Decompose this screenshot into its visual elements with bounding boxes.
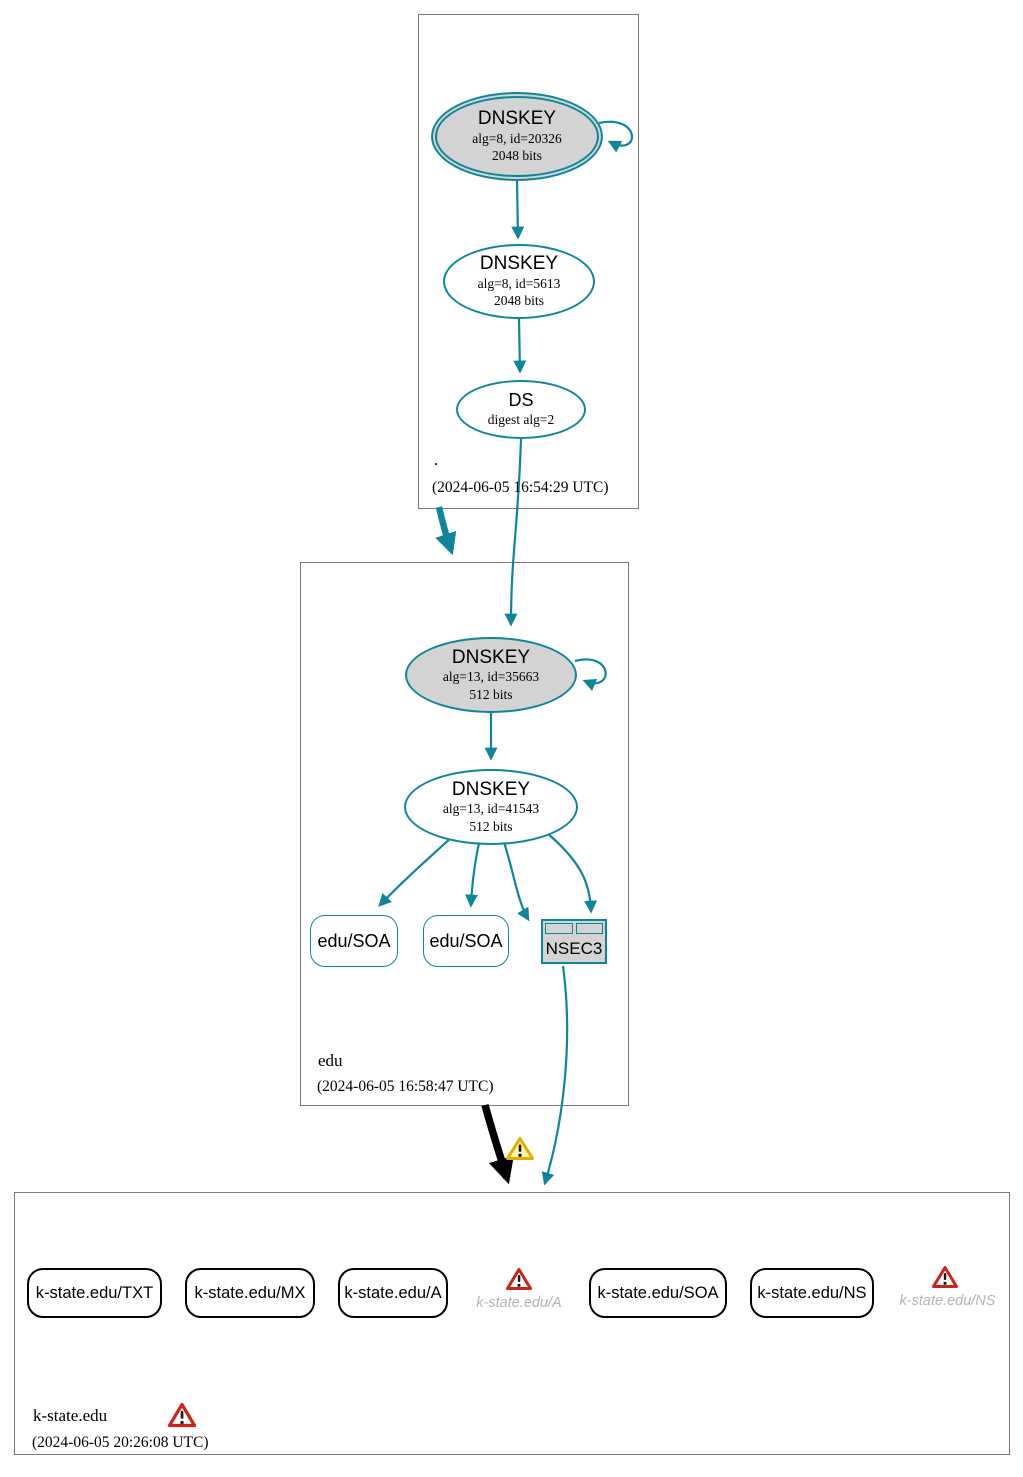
kstate-a-error-icon[interactable] <box>506 1267 532 1291</box>
edu-soa-node-2[interactable]: edu/SOA <box>423 915 509 967</box>
root-zone-name: . <box>434 450 439 469</box>
edu-zsk-type: DNSKEY <box>451 778 531 800</box>
kstate-ns-error-icon[interactable] <box>932 1265 958 1289</box>
kstate-zone-timestamp: (2024-06-05 20:26:08 UTC) <box>32 1434 209 1451</box>
kstate-ns-label: k-state.edu/NS <box>757 1283 867 1302</box>
edu-soa-label-1: edu/SOA <box>317 930 391 951</box>
edu-ksk-type: DNSKEY <box>451 646 531 668</box>
edu-nsec3-node[interactable]: NSEC3 <box>541 919 607 964</box>
kstate-ns-node[interactable]: k-state.edu/NS <box>750 1268 874 1318</box>
kstate-txt-node[interactable]: k-state.edu/TXT <box>27 1268 162 1318</box>
kstate-a-node[interactable]: k-state.edu/A <box>338 1268 448 1318</box>
kstate-ns-error-label[interactable]: k-state.edu/NS <box>899 1293 996 1309</box>
root-zsk-size: 2048 bits <box>494 293 544 309</box>
edu-zsk-algorithm: alg=13, id=41543 <box>442 801 540 817</box>
kstate-zone-warning-icon[interactable] <box>168 1402 196 1428</box>
root-ksk-node[interactable]: DNSKEY alg=8, id=20326 2048 bits <box>431 92 603 181</box>
edu-ksk-node[interactable]: DNSKEY alg=13, id=35663 512 bits <box>405 637 577 713</box>
root-ksk-type: DNSKEY <box>477 108 557 130</box>
kstate-soa-label: k-state.edu/SOA <box>597 1283 719 1302</box>
nsec3-label: NSEC3 <box>545 939 603 958</box>
kstate-mx-node[interactable]: k-state.edu/MX <box>185 1268 315 1318</box>
edge-root-ksk-zsk <box>511 180 525 240</box>
edge-edu-zsk-nsec3-a <box>502 841 530 922</box>
edge-edu-zsk-soa1 <box>378 836 453 907</box>
edge-delegation-edu-kstate <box>481 1104 514 1185</box>
root-ksk-size: 2048 bits <box>492 148 542 164</box>
edge-edu-zsk-soa2 <box>465 842 481 908</box>
root-zone-timestamp: (2024-06-05 16:54:29 UTC) <box>432 479 609 496</box>
kstate-soa-node[interactable]: k-state.edu/SOA <box>589 1268 727 1318</box>
nsec3-cells <box>545 923 603 934</box>
edge-edu-ksk-selfsign <box>574 658 607 691</box>
edge-root-ksk-selfsign <box>598 120 633 153</box>
edu-zsk-node[interactable]: DNSKEY alg=13, id=41543 512 bits <box>404 769 578 845</box>
edge-root-zsk-ds <box>513 318 527 374</box>
edu-zsk-size: 512 bits <box>469 818 513 834</box>
root-ksk-algorithm: alg=8, id=20326 <box>472 130 562 146</box>
edge-ds-edu-ksk <box>504 438 523 627</box>
edu-ksk-size: 512 bits <box>469 686 513 702</box>
edge-nsec3-kstate <box>541 965 569 1186</box>
edu-zone-timestamp: (2024-06-05 16:58:47 UTC) <box>317 1078 494 1095</box>
kstate-mx-label: k-state.edu/MX <box>194 1283 306 1302</box>
root-ds-type: DS <box>508 390 534 411</box>
kstate-a-error-label[interactable]: k-state.edu/A <box>476 1295 562 1311</box>
root-zsk-type: DNSKEY <box>479 253 559 275</box>
root-ds-digest: digest alg=2 <box>487 412 555 428</box>
kstate-txt-label: k-state.edu/TXT <box>35 1283 154 1302</box>
edu-ksk-algorithm: alg=13, id=35663 <box>442 669 540 685</box>
edge-delegation-root-edu <box>435 506 457 556</box>
root-ds-node[interactable]: DS digest alg=2 <box>456 380 586 439</box>
root-zsk-node[interactable]: DNSKEY alg=8, id=5613 2048 bits <box>443 244 595 319</box>
edu-soa-label-2: edu/SOA <box>429 930 503 951</box>
kstate-zone-name: k-state.edu <box>33 1406 108 1425</box>
root-zsk-algorithm: alg=8, id=5613 <box>477 275 561 291</box>
nsec3-cell-right <box>575 923 603 934</box>
edu-zone-name: edu <box>318 1051 343 1070</box>
kstate-a-label: k-state.edu/A <box>344 1283 442 1302</box>
edge-edu-zsk-nsec3-b <box>546 832 598 914</box>
nsec3-cell-left <box>545 923 573 934</box>
edu-soa-node-1[interactable]: edu/SOA <box>310 915 398 967</box>
delegation-warning-icon[interactable] <box>506 1136 534 1161</box>
